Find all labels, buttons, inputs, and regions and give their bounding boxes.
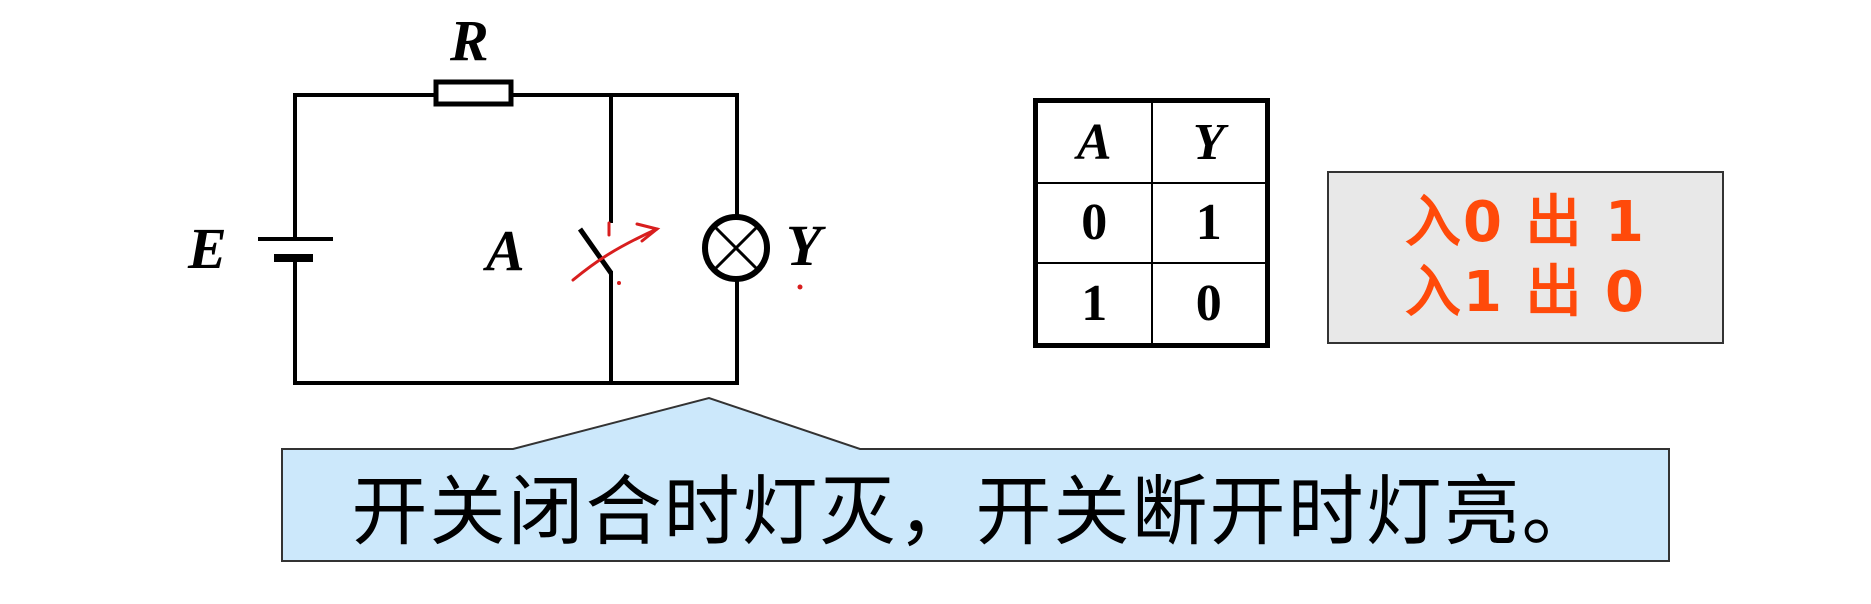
lamp-symbol: [702, 214, 770, 282]
truth-table: A Y 0 1 1 0: [1033, 98, 1270, 348]
battery-symbol: [258, 237, 333, 262]
resistor-symbol: [433, 79, 514, 107]
callout-bubble: [281, 396, 1670, 562]
annotation-dot: [617, 281, 621, 285]
resistor-label: R: [450, 8, 489, 73]
table-row: 0 1: [1038, 181, 1265, 265]
header-a: A: [1038, 103, 1153, 184]
lamp-label: Y: [786, 213, 822, 278]
cell-a: 0: [1038, 181, 1153, 265]
circuit-wires: [293, 93, 739, 385]
cell-y: 1: [1150, 181, 1265, 265]
annotation-dot: [797, 284, 803, 290]
table-header-row: A Y: [1038, 103, 1265, 184]
rule-summary-box: 入0 出 1 入1 出 0: [1327, 171, 1724, 344]
callout-text: 开关闭合时灯灭，开关断开时灯亮。: [351, 467, 1600, 556]
cell-y: 0: [1150, 262, 1265, 343]
header-y: Y: [1150, 103, 1265, 184]
rule-line: 入0 出 1: [1405, 189, 1646, 255]
switch-open-annotation: [571, 221, 661, 282]
switch-label: A: [486, 218, 525, 283]
cell-a: 1: [1038, 262, 1153, 343]
switch-symbol: [577, 227, 614, 275]
table-row: 1 0: [1038, 262, 1265, 343]
source-label: E: [188, 216, 227, 281]
rule-line: 入1 出 0: [1405, 259, 1646, 325]
